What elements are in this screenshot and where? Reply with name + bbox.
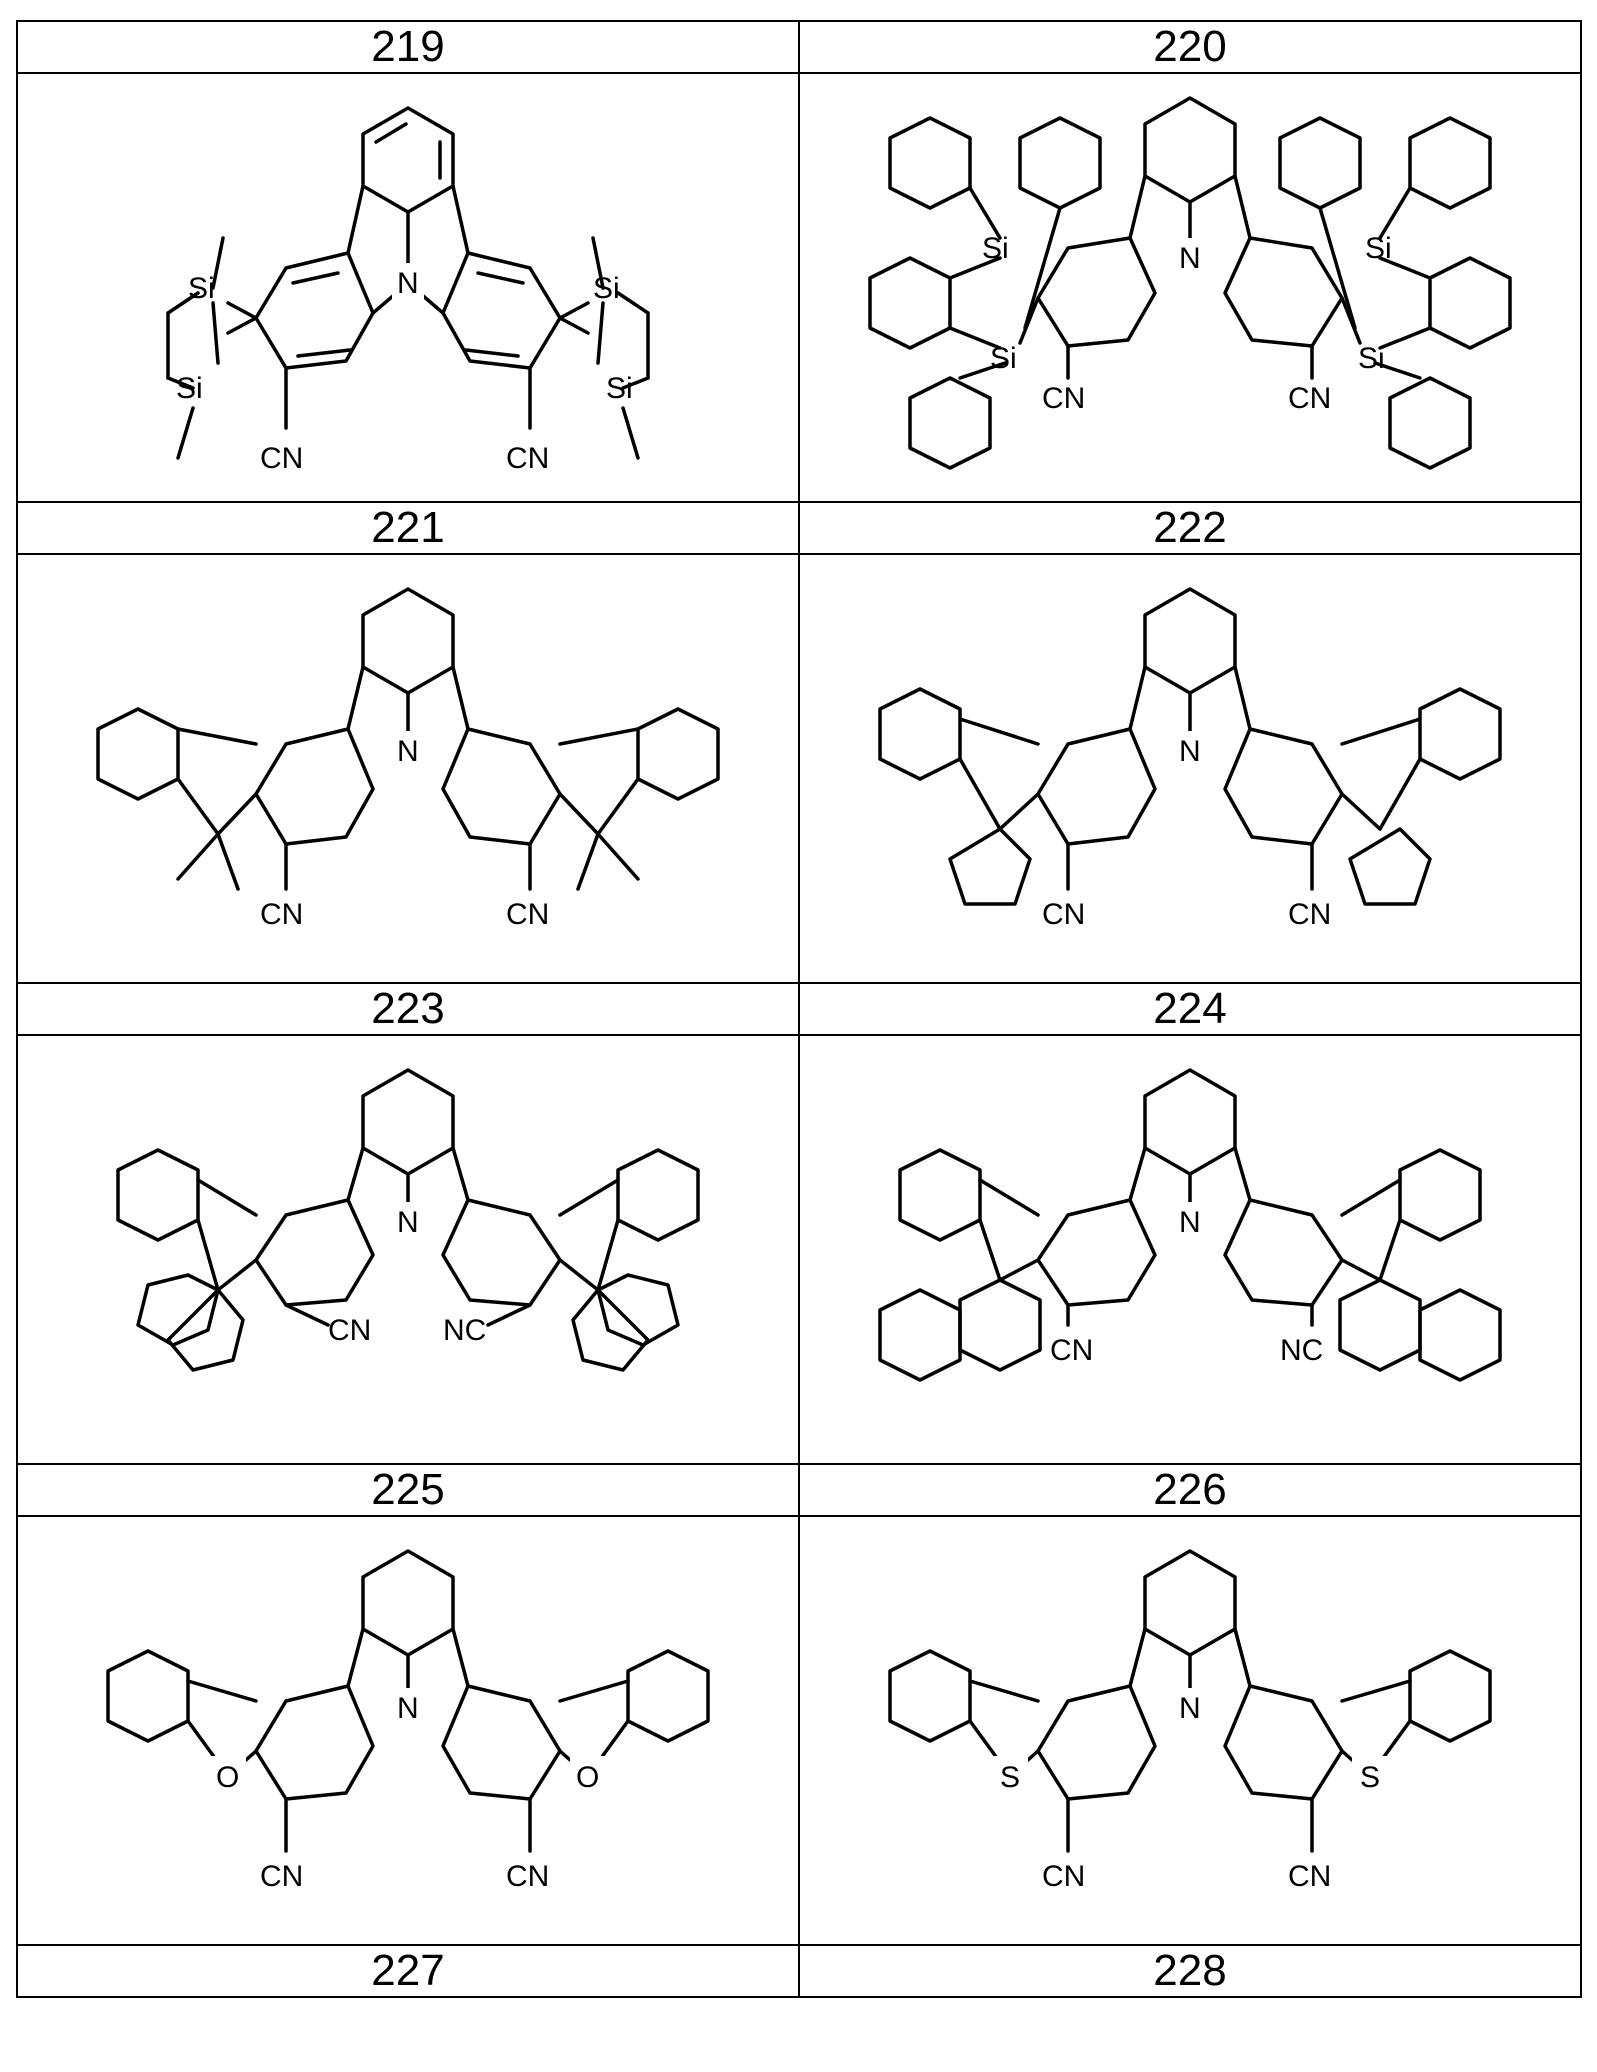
structure-cell: N CN CN: [799, 554, 1581, 983]
structure-223: N CN NC: [28, 1040, 788, 1460]
compound-number: 225: [17, 1464, 799, 1516]
cyano-label: CN: [328, 1314, 371, 1347]
cyano-label: CN: [1042, 898, 1085, 931]
structure-222: N CN CN: [810, 559, 1570, 979]
cyano-label: CN: [1288, 382, 1331, 415]
cyano-label: NC: [443, 1314, 486, 1347]
si-label: Si: [593, 272, 620, 305]
cyano-label: CN: [260, 898, 303, 931]
compound-number: 221: [17, 502, 799, 554]
cyano-label: CN: [506, 1860, 549, 1893]
compound-number: 223: [17, 983, 799, 1035]
si-label: Si: [188, 272, 215, 305]
nitrogen-label: N: [1179, 1692, 1201, 1725]
structure-cell: N CN NC: [799, 1035, 1581, 1464]
structure-219: Si Si Si Si N CN CN: [28, 78, 788, 498]
cyano-label: CN: [506, 442, 549, 475]
nitrogen-label: N: [1179, 1206, 1201, 1239]
table-row: Si Si Si Si N CN CN: [17, 73, 1581, 502]
structure-cell: N CN CN: [17, 554, 799, 983]
table-row: N CN NC: [17, 1035, 1581, 1464]
table-row: 227 228: [17, 1945, 1581, 1997]
table-row: 223 224: [17, 983, 1581, 1035]
si-label: Si: [176, 372, 203, 405]
cyano-label: CN: [1288, 1860, 1331, 1893]
structure-cell: Si Si Si Si N CN CN: [17, 73, 799, 502]
nitrogen-label: N: [1179, 242, 1201, 275]
si-label: Si: [1365, 232, 1392, 265]
cyano-label: CN: [506, 898, 549, 931]
table-row: 221 222: [17, 502, 1581, 554]
nitrogen-label: N: [1179, 735, 1201, 768]
compound-number: 220: [799, 21, 1581, 73]
cyano-label: NC: [1280, 1334, 1323, 1367]
nitrogen-label: N: [397, 1206, 419, 1239]
si-label: Si: [982, 232, 1009, 265]
cyano-label: CN: [1288, 898, 1331, 931]
sulfur-label: S: [1360, 1761, 1380, 1794]
compound-number: 219: [17, 21, 799, 73]
table-row: 219 220: [17, 21, 1581, 73]
si-label: Si: [990, 342, 1017, 375]
nitrogen-label: N: [397, 267, 419, 300]
oxygen-label: O: [576, 1761, 599, 1794]
structure-226: N S S CN CN: [810, 1521, 1570, 1941]
cyano-label: CN: [260, 1860, 303, 1893]
structure-cell: N O O CN CN: [17, 1516, 799, 1945]
compound-number: 224: [799, 983, 1581, 1035]
si-label: Si: [1358, 342, 1385, 375]
sulfur-label: S: [1000, 1761, 1020, 1794]
structure-224: N CN NC: [810, 1040, 1570, 1460]
nitrogen-label: N: [397, 1692, 419, 1725]
structure-225: N O O CN CN: [28, 1521, 788, 1941]
si-label: Si: [606, 372, 633, 405]
table-row: N O O CN CN: [17, 1516, 1581, 1945]
cyano-label: CN: [1042, 1860, 1085, 1893]
compound-number: 228: [799, 1945, 1581, 1997]
nitrogen-label: N: [397, 735, 419, 768]
compound-table: 219 220: [16, 20, 1582, 1998]
cyano-label: CN: [1050, 1334, 1093, 1367]
structure-cell: N S S CN CN: [799, 1516, 1581, 1945]
structure-220: Si Si Si Si N CN CN: [810, 78, 1570, 498]
structure-cell: N CN NC: [17, 1035, 799, 1464]
oxygen-label: O: [216, 1761, 239, 1794]
cyano-label: CN: [1042, 382, 1085, 415]
table-row: N CN CN: [17, 554, 1581, 983]
compound-number: 222: [799, 502, 1581, 554]
structure-cell: Si Si Si Si N CN CN: [799, 73, 1581, 502]
compound-number: 226: [799, 1464, 1581, 1516]
compound-number: 227: [17, 1945, 799, 1997]
table-row: 225 226: [17, 1464, 1581, 1516]
structure-221: N CN CN: [28, 559, 788, 979]
cyano-label: CN: [260, 442, 303, 475]
